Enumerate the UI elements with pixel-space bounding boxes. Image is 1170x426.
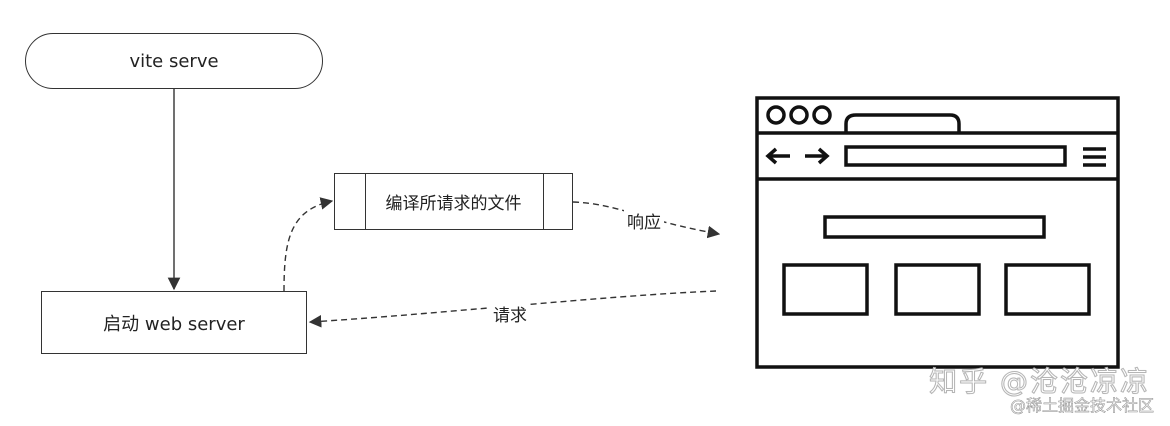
node-compile-files: 编译所请求的文件 [334, 173, 573, 230]
node-vite-serve: vite serve [25, 33, 323, 89]
node-vite-serve-label: vite serve [129, 50, 219, 72]
edge-request [308, 290, 717, 328]
watermark-zhihu: 知乎 @沧沧凉凉 [929, 365, 1150, 399]
edge-label-response: 响应 [624, 208, 664, 233]
edge-server-to-compile [283, 197, 334, 292]
browser-window-illustration [755, 96, 1120, 369]
watermark-juejin: @稀土掘金技术社区 [1009, 396, 1155, 416]
process-bar-left [365, 174, 366, 229]
edge-label-request: 请求 [490, 301, 530, 326]
process-bar-right [543, 174, 544, 229]
node-web-server: 启动 web server [41, 291, 307, 354]
node-compile-files-label: 编译所请求的文件 [385, 194, 522, 214]
node-web-server-label: 启动 web server [103, 313, 245, 335]
